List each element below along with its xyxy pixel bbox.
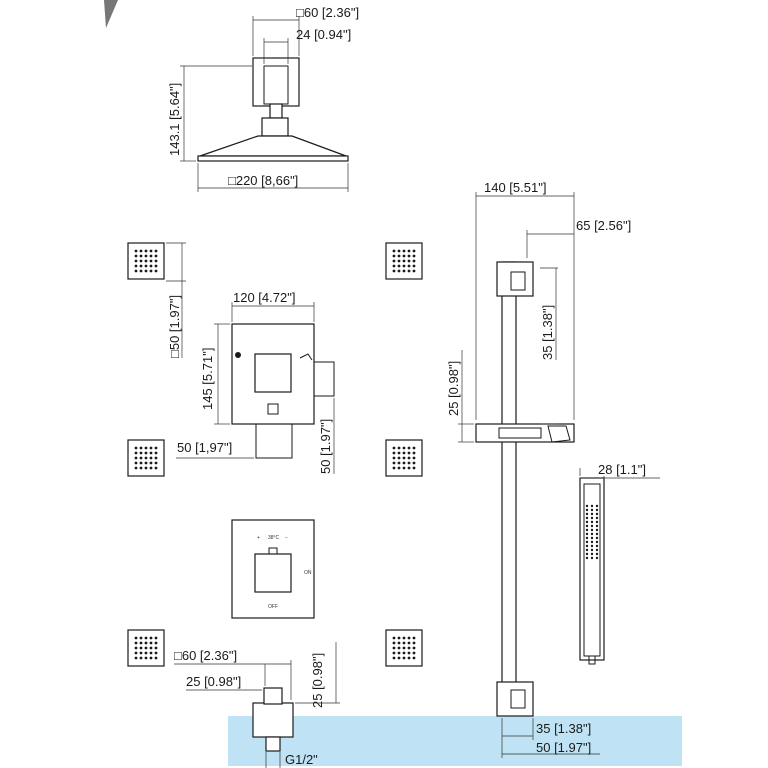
dim-bar-offset: 65 [2.56"] <box>576 218 631 233</box>
highlight-band <box>228 716 682 766</box>
dim-outlet-height: 25 [0.98"] <box>310 653 325 708</box>
dim-bar-base-w: 50 [1.97"] <box>536 740 591 755</box>
dim-valve-width: 120 [4.72"] <box>233 290 295 305</box>
body-jet <box>385 242 423 280</box>
thermostat-minus: − <box>285 535 288 541</box>
dim-head-height: 143.1 [5.64"] <box>167 83 182 156</box>
body-jet <box>127 439 165 477</box>
dim-outlet-width: 25 [0.98"] <box>186 674 241 689</box>
dim-outlet-square: □60 [2.36"] <box>174 648 237 663</box>
valve-drawing <box>176 302 335 474</box>
dim-head-arm-width: 24 [0.94"] <box>296 27 351 42</box>
dim-bar-base-h: 35 [1.38"] <box>536 721 591 736</box>
body-jet-dim-lines <box>166 242 186 358</box>
dim-head-arm-square: □60 [2.36"] <box>296 5 359 20</box>
body-jet <box>127 242 165 280</box>
dim-valve-depth-v: 50 [1.97"] <box>318 419 333 474</box>
wall-outlet-drawing <box>174 642 340 768</box>
thermostat-on: ON <box>304 570 312 576</box>
sliding-bar-drawing <box>458 192 600 758</box>
body-jet <box>385 629 423 667</box>
body-jet-drawing <box>127 242 423 667</box>
dim-bar-width: 140 [5.51"] <box>484 180 546 195</box>
dim-bar-bracket-h: 35 [1.38"] <box>540 305 555 360</box>
corner-mark <box>104 0 118 28</box>
dim-slider-height: 25 [0.98"] <box>446 361 461 416</box>
thermostat-plus: + <box>257 535 260 541</box>
dim-body-jet-size: □50 [1.97"] <box>167 295 182 358</box>
thermostat-plate-drawing <box>231 519 315 619</box>
body-jet <box>127 629 165 667</box>
thermostat-temp: 38°C <box>268 535 280 541</box>
dim-outlet-thread: G1/2" <box>285 752 318 767</box>
dim-head-size: □220 [8,66"] <box>228 173 298 188</box>
thermostat-off: OFF <box>268 604 278 610</box>
dim-valve-depth-h: 50 [1,97"] <box>177 440 232 455</box>
body-jet <box>385 439 423 477</box>
shower-head-drawing <box>180 16 349 192</box>
hand-shower-drawing <box>579 468 660 665</box>
dim-handshower-width: 28 [1.1"] <box>598 462 646 477</box>
dim-valve-height: 145 [5.71"] <box>200 348 215 410</box>
